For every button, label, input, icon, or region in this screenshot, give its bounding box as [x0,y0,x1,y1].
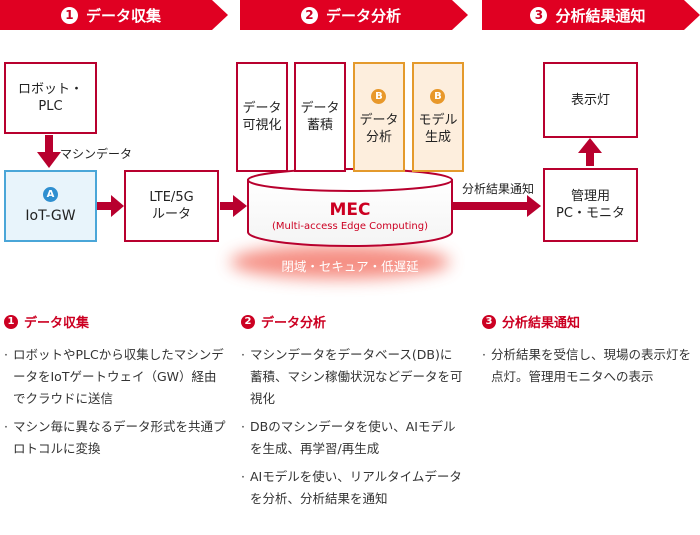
section3-number: 3 [482,314,496,329]
data-visualization-node: データ 可視化 [236,62,288,172]
list-item: ·分析結果を受信し、現場の表示灯を点灯。管理用モニタへの表示 [482,347,692,384]
iot-gw-node: A IoT-GW [4,170,97,242]
mec-subtitle: (Multi-access Edge Computing) [272,221,428,232]
list-item: ·マシンデータをデータベース(DB)に蓄積、マシン稼働状況などデータを可視化 [241,347,463,406]
step1-banner-shape [0,0,228,30]
step1-number: 1 [60,6,78,24]
section2-title: データ分析 [261,316,327,331]
router-label: LTE/5G ルータ [149,190,194,222]
data-analysis-tag-b: B [371,88,387,104]
section1-title: データ収集 [24,316,90,331]
machine-data-label: マシンデータ [60,147,133,161]
section3-heading: 3 分析結果通知 [482,312,580,331]
management-pc-node: 管理用 PC・モニタ [543,168,638,242]
section1-bullets: ·ロボットやPLCから収集したマシンデータをIoTゲートウェイ（GW）経由でクラ… [4,344,226,466]
arrow-router-to-mec [220,202,234,210]
list-item: ·DBのマシンデータを使い、AIモデルを生成、再学習/再生成 [241,419,456,456]
robot-plc-node: ロボット・ PLC [4,62,97,134]
router-node: LTE/5G ルータ [124,170,219,242]
section2-heading: 2 データ分析 [241,312,326,331]
mec-glow [230,245,450,279]
model-generation-label: モデル 生成 [418,112,458,145]
step2-number: 2 [300,6,318,24]
mec-cylinder [247,168,453,247]
data-analysis-node: B データ 分析 [353,62,405,172]
step1-title: データ収集 [85,6,161,25]
step2-banner: 2 データ分析 [240,0,462,30]
arrow-mec-to-pc [452,202,528,210]
list-item: ·マシン毎に異なるデータ形式を共通プロトコルに変換 [4,419,226,456]
model-generation-tag-b: B [430,88,446,104]
data-storage-node: データ 蓄積 [294,62,346,172]
step2-title: データ分析 [325,6,401,25]
section2-number: 2 [241,314,255,329]
section1-number: 1 [4,314,18,329]
section3-title: 分析結果通知 [502,316,581,331]
mec-title: MEC [329,200,371,220]
arrow-pc-to-lamp [586,152,594,166]
analysis-notice-label: 分析結果通知 [462,182,535,196]
indicator-lamp-label: 表示灯 [570,92,610,108]
list-item: ·ロボットやPLCから収集したマシンデータをIoTゲートウェイ（GW）経由でクラ… [4,347,224,406]
data-visualization-label: データ 可視化 [242,101,282,133]
indicator-lamp-node: 表示灯 [543,62,638,138]
data-storage-label: データ 蓄積 [300,101,340,133]
step3-title: 分析結果通知 [555,6,646,25]
section1-heading: 1 データ収集 [4,312,89,331]
section2-bullets: ·マシンデータをデータベース(DB)に蓄積、マシン稼働状況などデータを可視化 ·… [241,344,463,516]
section3-bullets: ·分析結果を受信し、現場の表示灯を点灯。管理用モニタへの表示 [482,344,694,394]
robot-plc-label: ロボット・ PLC [17,82,83,114]
step3-banner: 3 分析結果通知 [482,0,694,30]
mec-node: MEC (Multi-access Edge Computing) [248,200,452,233]
arrow-robot-to-gw [45,135,53,153]
data-analysis-label: データ 分析 [359,112,399,145]
management-pc-label: 管理用 PC・モニタ [556,189,625,221]
step3-number: 3 [530,6,548,24]
arrow-gw-to-router [96,202,112,210]
step2-banner-shape [240,0,468,30]
list-item: ·AIモデルを使い、リアルタイムデータを分析、分析結果を通知 [241,469,462,506]
model-generation-node: B モデル 生成 [412,62,464,172]
step1-banner: 1 データ収集 [0,0,222,30]
mec-features: 閉域・セキュア・低遅延 [281,259,419,274]
iot-gw-label: IoT-GW [25,208,76,224]
iot-gw-tag-a: A [43,187,58,202]
